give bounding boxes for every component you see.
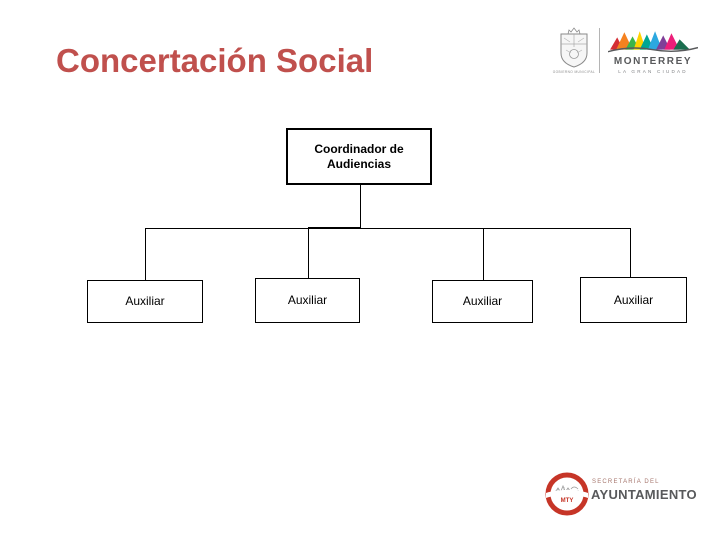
mty-emblem-text: MTY xyxy=(561,498,574,504)
connector-drop-3 xyxy=(483,228,484,280)
org-box-auxiliar-1-label: Auxiliar xyxy=(125,294,165,308)
coat-of-arms-caption: GOBIERNO MUNICIPAL xyxy=(552,70,596,74)
connector-horizontal xyxy=(145,228,631,229)
footer-secretaria-label: SECRETARÍA DEL xyxy=(592,479,660,485)
connector-drop-4 xyxy=(630,228,631,277)
mty-emblem-icon: MTY xyxy=(545,472,589,516)
footer-ayuntamiento-label: AYUNTAMIENTO xyxy=(591,487,697,502)
connector-drop-2 xyxy=(308,228,309,278)
logo-divider xyxy=(599,28,600,73)
monterrey-mountains-icon xyxy=(608,31,698,53)
org-box-auxiliar-2-label: Auxiliar xyxy=(287,293,328,307)
monterrey-wordmark: MONTERREY xyxy=(613,56,693,67)
org-box-auxiliar-1[interactable]: Auxiliar xyxy=(87,280,203,323)
monterrey-tagline: LA GRAN CIUDAD xyxy=(618,69,688,74)
connector-root-vertical xyxy=(360,185,361,228)
org-box-auxiliar-4[interactable]: Auxiliar xyxy=(580,277,687,323)
connector-horizontal-bold-segment xyxy=(308,227,361,229)
page-title: Concertación Social xyxy=(56,42,374,79)
org-box-auxiliar-3[interactable]: Auxiliar xyxy=(432,280,533,323)
coat-of-arms-icon xyxy=(560,27,588,68)
connector-drop-1 xyxy=(145,228,146,280)
org-box-auxiliar-2[interactable]: Auxiliar xyxy=(255,278,360,323)
org-box-coordinador[interactable]: Coordinador de Audiencias xyxy=(286,128,432,185)
org-box-coordinador-label: Coordinador de Audiencias xyxy=(314,141,404,171)
org-box-auxiliar-4-label: Auxiliar xyxy=(613,292,654,307)
org-box-auxiliar-3-label: Auxiliar xyxy=(462,294,503,308)
